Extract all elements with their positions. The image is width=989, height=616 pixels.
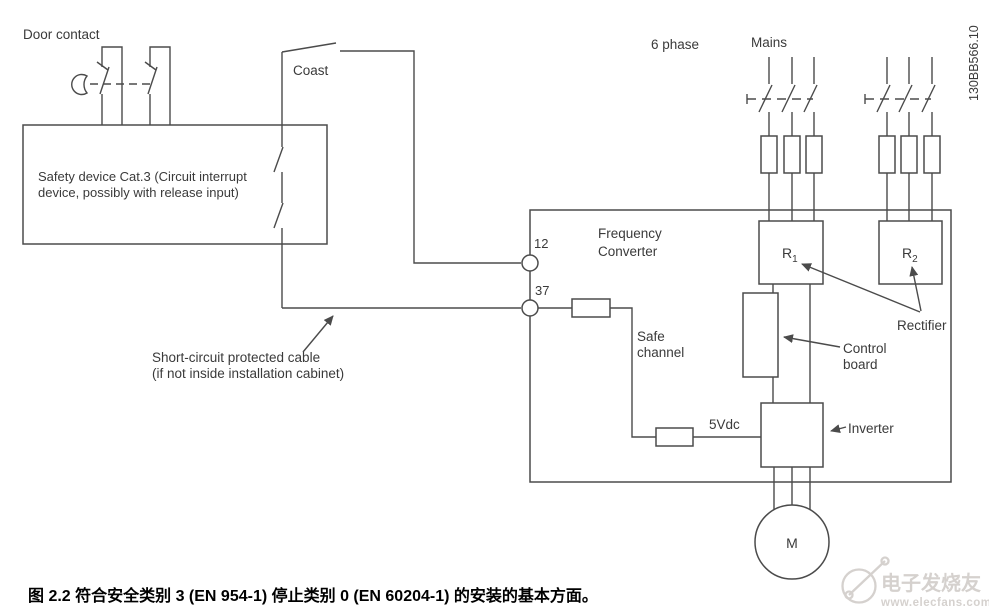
elecfans-logo-dot-1 — [844, 590, 854, 600]
mains-pole-6 — [921, 57, 936, 221]
terminal-12-circle — [521, 254, 539, 272]
mains-pole-5 — [898, 57, 913, 221]
motor-circle — [754, 504, 830, 580]
frequency-converter-label-line2: Converter — [598, 244, 658, 259]
rectifier-group: R1 R2 Rectifier — [758, 220, 947, 333]
rectifier-2-base: R — [902, 245, 912, 261]
fuse-1 — [760, 135, 778, 174]
mains-pole-4 — [876, 57, 891, 221]
control-board-label-line1: Control — [843, 341, 887, 356]
mains-pole-3 — [803, 57, 818, 221]
coast-label: Coast — [293, 63, 329, 78]
mains-group: 6 phase Mains — [651, 35, 941, 221]
cable-note-line1: Short-circuit protected cable — [152, 350, 320, 365]
safe-channel-filter-2 — [655, 427, 694, 447]
inverter-arrow — [830, 424, 847, 434]
door-contact-1-blade — [99, 66, 110, 95]
fuse-3 — [805, 135, 823, 174]
door-contact-group: Door contact — [23, 27, 171, 125]
rectifier-label: Rectifier — [897, 318, 947, 333]
safety-device-label-line1: Safety device Cat.3 (Circuit interrupt — [38, 169, 247, 184]
motor-label: M — [786, 535, 798, 551]
six-phase-label: 6 phase — [651, 37, 699, 52]
control-board-label-line2: board — [843, 357, 878, 372]
mains-pole-2 — [781, 57, 796, 221]
elecfans-logo — [841, 568, 877, 604]
watermark-url: www.elecfans.com — [880, 597, 989, 609]
safety-wire-to-terminal-37 — [273, 52, 521, 309]
door-contact-1-actuator-tick — [96, 61, 109, 71]
mains-pole-1 — [758, 57, 773, 221]
rectifier-1-label: R1 — [782, 245, 798, 265]
coast-wire-to-terminal-12 — [340, 50, 521, 264]
door-contact-label: Door contact — [23, 27, 100, 42]
safe-channel-wire — [538, 307, 761, 438]
door-contact-2-actuator-tick — [144, 61, 157, 71]
crescent-moon-icon — [71, 73, 89, 96]
figure-caption: 图 2.2 符合安全类别 3 (EN 954-1) 停止类别 0 (EN 602… — [28, 586, 598, 605]
mains-label: Mains — [751, 35, 787, 50]
control-board-group: Control board — [742, 284, 887, 403]
part-number: 130BB566.10 — [967, 25, 981, 101]
rectifier-2-label: R2 — [902, 245, 918, 265]
door-contact-switch-1 — [101, 46, 123, 125]
safe-channel-filter-1 — [571, 298, 611, 318]
fuse-5 — [900, 135, 918, 174]
control-board-arrow — [783, 334, 841, 348]
inverter-label: Inverter — [848, 421, 894, 436]
elecfans-logo-dot-2 — [880, 556, 890, 566]
fuse-2 — [783, 135, 801, 174]
rectifier-arrow-2 — [909, 266, 922, 312]
rectifier-2-sub: 2 — [912, 254, 918, 265]
cable-note-line2: (if not inside installation cabinet) — [152, 366, 344, 381]
rectifier-1-base: R — [782, 245, 792, 261]
coast-circuit-group: Coast Short-circuit protected cable (if … — [152, 42, 521, 381]
safety-device-box — [22, 124, 328, 245]
frequency-converter-label-line1: Frequency — [598, 226, 662, 241]
inverter-group: Inverter M — [754, 402, 894, 580]
safe-channel-label-line2: channel — [637, 345, 684, 360]
rectifier-arrow-1 — [801, 263, 921, 313]
watermark-brand: 电子发烧友 — [881, 571, 981, 595]
watermark: 电子发烧友 www.elecfans.com — [841, 556, 989, 609]
rectifier-1-box — [758, 220, 824, 285]
dc-bus-wires — [772, 284, 811, 403]
elecfans-logo-trace — [848, 560, 886, 596]
inverter-box — [760, 402, 824, 468]
motor-cable-wires — [773, 467, 811, 510]
dc-supply-label: 5Vdc — [709, 417, 740, 432]
terminal-37-label: 37 — [535, 283, 549, 298]
safe-channel-group: Safe channel 5Vdc — [538, 298, 761, 447]
coast-switch-blade — [281, 42, 337, 53]
safety-device-label-line2: device, possibly with release input) — [38, 185, 239, 200]
safety-device-group: Safety device Cat.3 (Circuit interrupt d… — [22, 124, 328, 245]
fuse-6 — [923, 135, 941, 174]
cable-note-arrow — [302, 315, 334, 353]
door-contact-switch-2 — [149, 46, 171, 125]
terminal-12-label: 12 — [534, 236, 548, 251]
safe-channel-label-line1: Safe — [637, 329, 665, 344]
door-contact-2-blade — [147, 66, 158, 95]
rectifier-1-sub: 1 — [792, 254, 798, 265]
control-board-box — [742, 292, 779, 378]
fuse-4 — [878, 135, 896, 174]
terminal-37-circle — [521, 299, 539, 317]
